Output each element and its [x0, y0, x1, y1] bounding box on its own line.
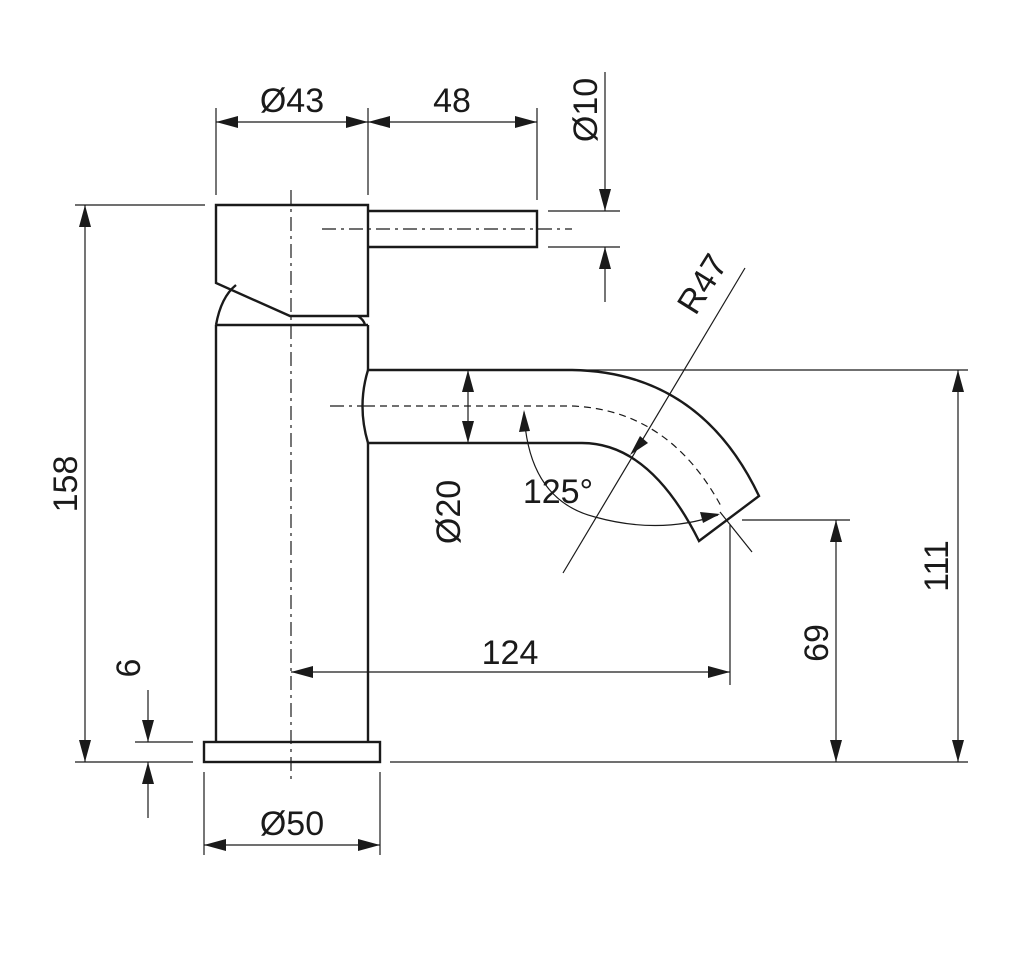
arrow — [952, 370, 964, 392]
handle-housing — [214, 203, 370, 318]
label-spout-angle: 125° — [523, 473, 593, 511]
radius-leader — [562, 267, 746, 574]
arrow — [708, 666, 730, 678]
dimension-labels: Ø43 48 Ø10 R47 158 Ø20 125° 111 124 69 6… — [47, 78, 956, 843]
lever — [368, 209, 539, 249]
arrow — [599, 189, 611, 211]
arrow — [630, 436, 648, 455]
arrow — [79, 205, 91, 227]
label-spout-diameter: Ø20 — [430, 480, 468, 544]
arrow — [700, 512, 720, 523]
arrow — [368, 116, 390, 128]
spout — [361, 368, 761, 543]
label-lever-length: 48 — [433, 82, 471, 120]
arrow — [830, 740, 842, 762]
center-lines — [290, 190, 723, 780]
arrow — [142, 762, 154, 784]
arrow — [830, 520, 842, 542]
label-base-diameter: Ø50 — [260, 805, 324, 843]
arrow — [952, 740, 964, 762]
label-spout-reach: 124 — [482, 634, 539, 672]
arrow — [79, 740, 91, 762]
faucet-outline — [202, 203, 761, 764]
label-lever-diameter: Ø10 — [567, 78, 605, 142]
arrow — [358, 839, 380, 851]
arrow — [515, 116, 537, 128]
angle-arc — [523, 411, 719, 527]
spout-centerline — [368, 405, 723, 509]
arrow — [291, 666, 313, 678]
label-base-thickness: 6 — [110, 659, 148, 678]
outlet-axis-line — [719, 511, 753, 553]
arrow — [346, 116, 368, 128]
label-outlet-height-top: 111 — [918, 540, 956, 592]
arrow — [462, 370, 474, 392]
extension-lines — [75, 108, 968, 855]
arrow — [204, 839, 226, 851]
label-handle-diameter: Ø43 — [260, 82, 324, 120]
dimension-lines — [79, 72, 964, 851]
label-spout-radius: R47 — [670, 248, 735, 321]
body-column — [214, 323, 370, 742]
arrow — [519, 410, 530, 432]
label-outlet-height: 69 — [798, 624, 836, 662]
arrow — [216, 116, 238, 128]
arrow — [599, 247, 611, 269]
arrow — [462, 421, 474, 443]
handle-dome — [214, 284, 367, 326]
base-plate — [202, 740, 382, 764]
arrow — [142, 720, 154, 742]
label-overall-height: 158 — [47, 456, 85, 513]
